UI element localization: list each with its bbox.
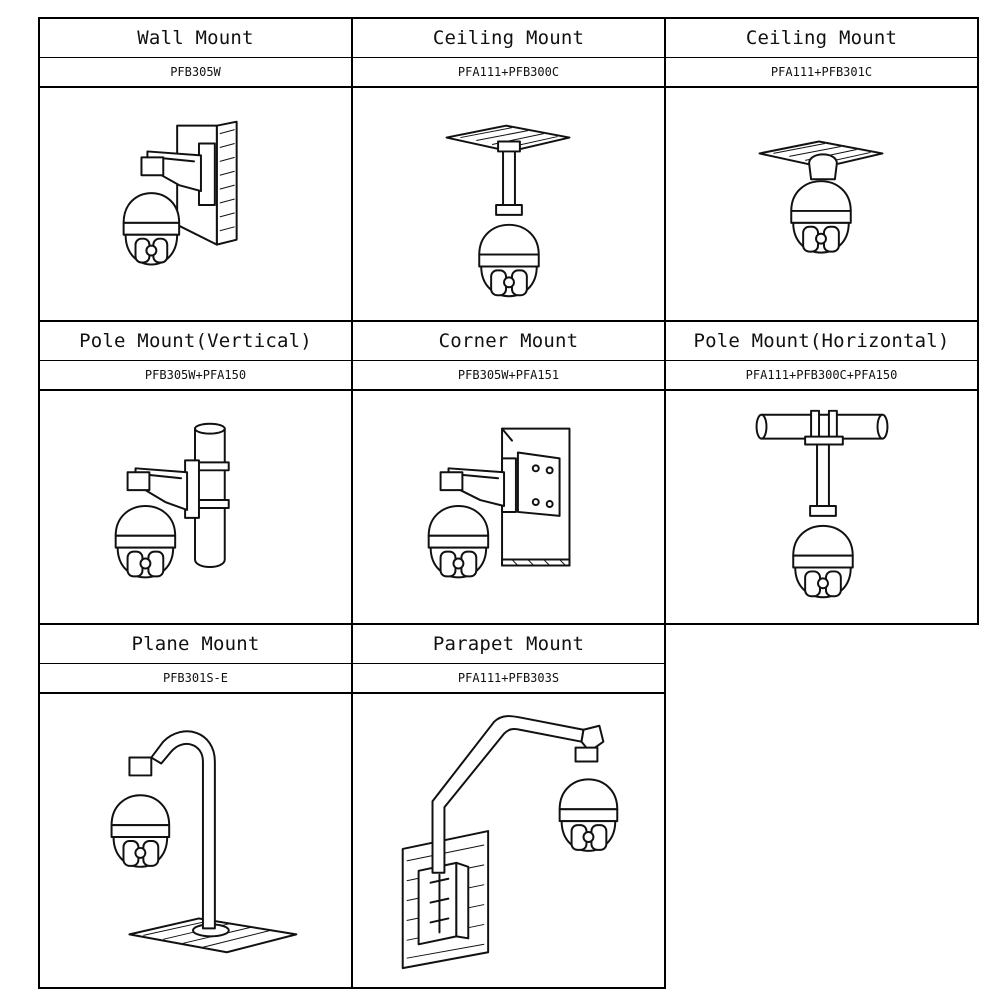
short-adapter (808, 153, 838, 181)
mount-model: PFB305W+PFA151 (353, 360, 664, 391)
mount-model: PFA111+PFB301C (666, 57, 977, 88)
ceiling-mount-short-camera-icon (666, 86, 977, 320)
camera-body (792, 524, 854, 599)
mount-cell-pole-horizontal: Pole Mount(Horizontal) PFA111+PFB300C+PF… (664, 320, 979, 625)
mount-title: Pole Mount(Horizontal) (666, 322, 977, 361)
parapet-clamp (417, 861, 470, 946)
pendant-pipe (495, 140, 523, 216)
mount-model: PFB301S-E (40, 663, 351, 694)
mount-cell-ceiling-short: Ceiling Mount PFA111+PFB301C (664, 17, 979, 322)
mount-title: Ceiling Mount (353, 19, 664, 58)
mount-cell-corner: Corner Mount PFB305W+PFA151 (351, 320, 666, 625)
camera-body (558, 746, 619, 852)
horizontal-pole-mount-camera-icon (666, 389, 977, 623)
vertical-pole-mount-camera-icon (40, 389, 351, 623)
arm-pole (431, 715, 605, 874)
mount-cell-parapet: Parapet Mount PFA111+PFB303S (351, 623, 666, 989)
camera-body (122, 156, 181, 266)
plane-mount-gooseneck-camera-icon (40, 692, 351, 987)
mount-model: PFB305W+PFA150 (40, 360, 351, 391)
mount-title: Corner Mount (353, 322, 664, 361)
pendant-pipe (809, 443, 837, 517)
mount-title: Ceiling Mount (666, 19, 977, 58)
camera-body (427, 471, 490, 579)
horizontal-pole (755, 409, 889, 446)
mount-model: PFA111+PFB300C (353, 57, 664, 88)
mount-model: PFA111+PFB300C+PFA150 (666, 360, 977, 391)
corner-plate (516, 451, 561, 517)
mount-model: PFA111+PFB303S (353, 663, 664, 694)
camera-body (790, 180, 852, 254)
mount-title: Parapet Mount (353, 625, 664, 664)
camera-body (478, 223, 540, 298)
ceiling-mount-pendant-camera-icon (353, 86, 664, 320)
mount-title: Pole Mount(Vertical) (40, 322, 351, 361)
mount-title: Wall Mount (40, 19, 351, 58)
vertical-pole (188, 422, 230, 568)
mount-cell-wall: Wall Mount PFB305W (38, 17, 353, 322)
mount-cell-pole-vertical: Pole Mount(Vertical) PFB305W+PFA150 (38, 320, 353, 625)
camera-body (114, 471, 177, 579)
wall-mount-camera-icon (40, 86, 351, 320)
mount-title: Plane Mount (40, 625, 351, 664)
mount-cell-plane: Plane Mount PFB301S-E (38, 623, 353, 989)
parapet-mount-camera-icon (353, 692, 664, 987)
corner-mount-camera-icon (353, 389, 664, 623)
mount-cell-ceiling-pendant: Ceiling Mount PFA111+PFB300C (351, 17, 666, 322)
camera-body (110, 756, 171, 868)
mount-model: PFB305W (40, 57, 351, 88)
ceiling-plate (445, 124, 571, 153)
